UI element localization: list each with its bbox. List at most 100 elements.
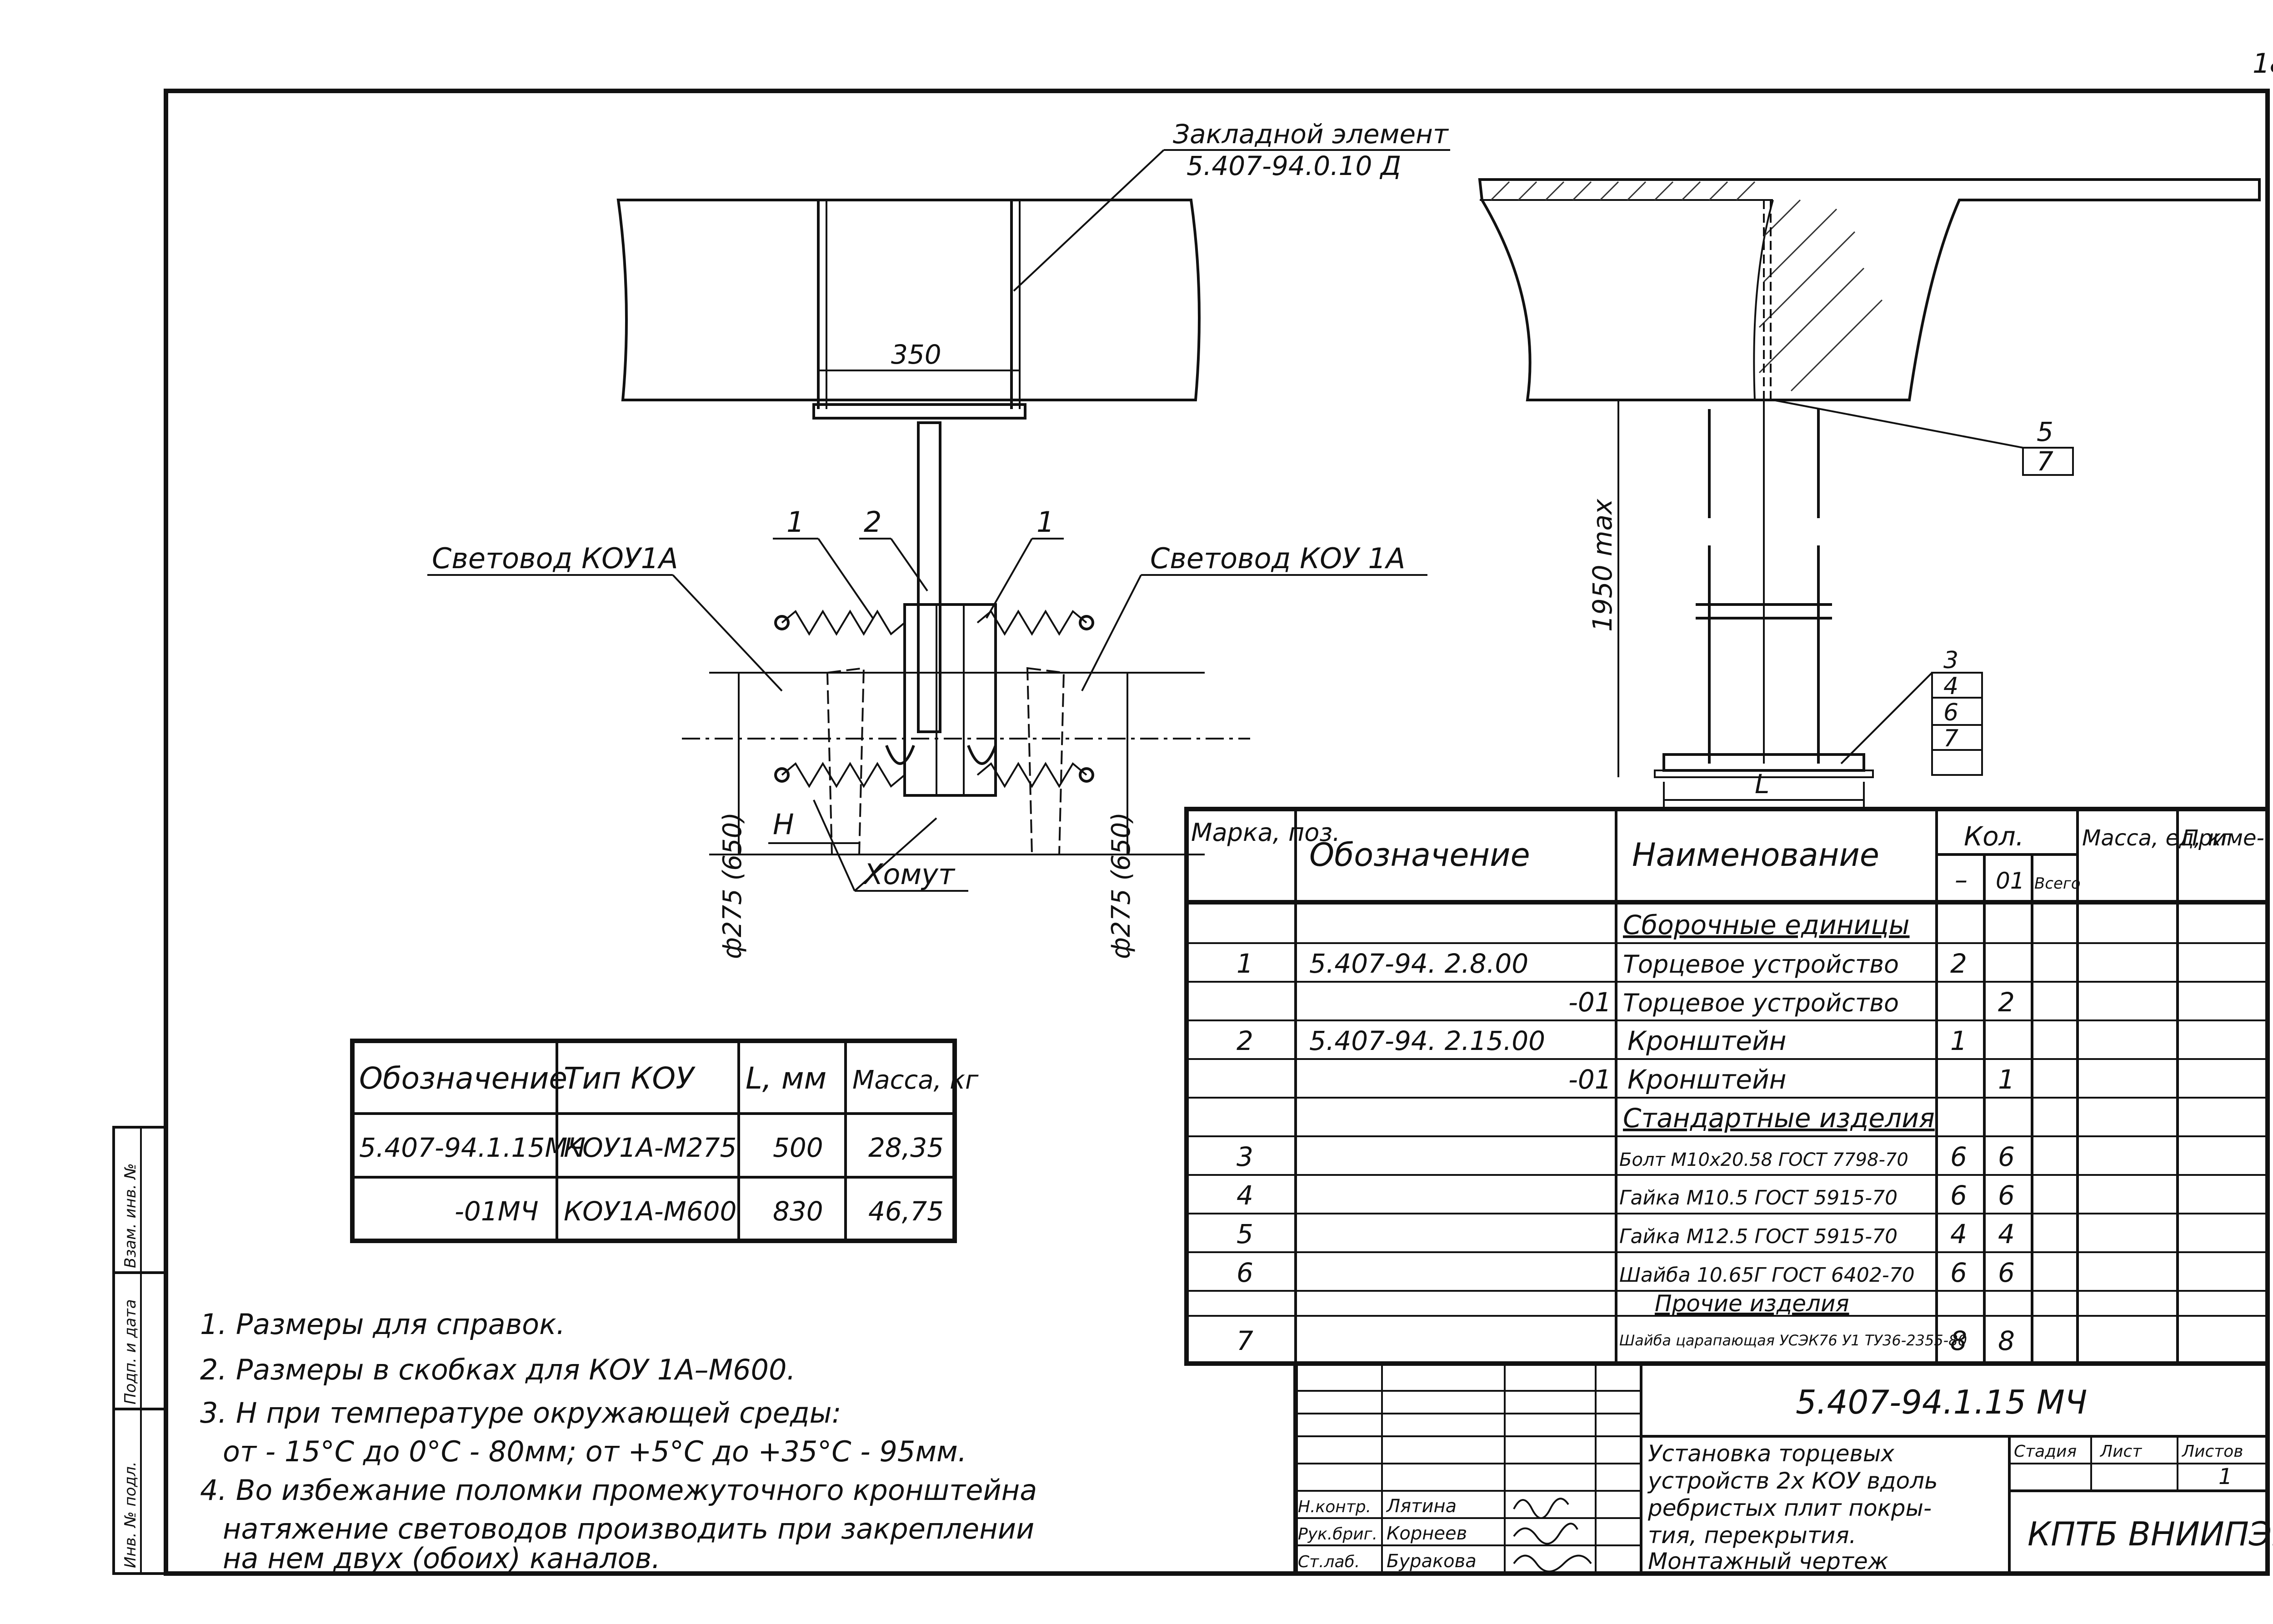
spec-qty-01: 8 (1998, 1325, 2015, 1356)
note-line: от - 15°С до 0°С - 80мм; от +5°С до +35°… (223, 1435, 967, 1468)
signature (1513, 1498, 1569, 1519)
stamp-podp-data: Подп. и дата (121, 1299, 140, 1404)
note-line: 1. Размеры для справок. (200, 1308, 565, 1341)
spec-section-assembly: Сборочные единицы (1623, 909, 1910, 940)
variants-cell: 500 (773, 1132, 823, 1163)
spec-header-designation: Обозначение (1309, 836, 1530, 874)
title-line: Установка торцевых (1648, 1440, 1894, 1467)
variants-header-mass: Масса, кг (852, 1065, 979, 1095)
signature (1513, 1554, 1592, 1573)
clamp-label: Хомут (862, 858, 956, 891)
spec-mark: 1 (1237, 948, 1253, 979)
variants-header-designation: Обозначение (359, 1061, 567, 1096)
callout-embedded: Закладной элемент (1173, 119, 1449, 150)
spec-name: Гайка М10.5 ГОСТ 5915-70 (1619, 1186, 1898, 1209)
spec-qty: 2 (1950, 948, 1967, 979)
stamp-vzam-inv: Взам. инв. № (121, 1163, 140, 1268)
spec-section-standard: Стандартные изделия (1623, 1103, 1935, 1134)
pos-3: 3 (1943, 647, 1958, 674)
spec-header-qty-dash: – (1955, 865, 1968, 895)
callout-leader (1013, 149, 1165, 292)
notes: 1. Размеры для справок. 2. Размеры в ско… (200, 1308, 1037, 1575)
variants-cell: 830 (773, 1196, 823, 1227)
org-name: КПТБ ВНИИПЭМ (2028, 1515, 2273, 1553)
sheets-label: Листов (2181, 1442, 2243, 1461)
role: Н.контр. (1298, 1498, 1371, 1516)
end-device-right (1026, 667, 1065, 855)
diam-right: ф275 (650) (1106, 812, 1136, 959)
variants-cell: 5.407-94.1.15МЧ (359, 1132, 586, 1163)
person-name: Буракова (1387, 1551, 1477, 1572)
pos-7-top: 7 (2037, 446, 2053, 477)
rib-slab-outline (1478, 178, 2261, 401)
title-code: 5.407-94.1.15 МЧ (1796, 1383, 2087, 1421)
person-name: Лятина (1386, 1496, 1457, 1517)
spec-name: Шайба царапающая УСЭК76 У1 ТУ36-2355-80 (1619, 1332, 1967, 1349)
variants-cell: 28,35 (868, 1132, 944, 1163)
spec-name: Гайка М12.5 ГОСТ 5915-70 (1619, 1225, 1898, 1248)
spec-header-mass: Масса, ед, кг (2082, 825, 2233, 851)
spec-name: Шайба 10.65Г ГОСТ 6402-70 (1619, 1264, 1915, 1287)
pos-7-bottom: 7 (1943, 725, 1958, 752)
spec-qty: 6 (1950, 1257, 1967, 1288)
spec-mark: 7 (1237, 1325, 1253, 1356)
note-line: на нем двух (обоих) каналов. (223, 1542, 661, 1575)
spec-qty-01: 6 (1998, 1257, 2015, 1288)
spec-header-mark: Марка, поз. (1191, 818, 1340, 847)
spec-mark: 4 (1237, 1180, 1253, 1211)
person-name: Корнеев (1387, 1523, 1467, 1544)
spring-upper-left (781, 610, 906, 636)
spec-header-qty-total: Всего (2034, 874, 2081, 893)
pos-2: 2 (864, 505, 881, 539)
spec-section-other: Прочие изделия (1655, 1290, 1849, 1317)
spec-header-name: Наименование (1632, 836, 1879, 874)
sheet-label: Лист (2099, 1442, 2142, 1461)
spec-mark: 5 (1237, 1219, 1253, 1249)
variants-table: Обозначение Тип КОУ L, мм Масса, кг 5.40… (350, 1039, 979, 1243)
spec-name: Кронштейн (1627, 1025, 1787, 1056)
pos-4: 4 (1943, 673, 1958, 700)
end-device-left (826, 667, 865, 855)
title-line: устройств 2х КОУ вдоль (1647, 1468, 1938, 1494)
label-light-guide-left: Световод КОУ1А (432, 542, 678, 575)
spec-name: Кронштейн (1627, 1064, 1787, 1095)
spec-qty: 1 (1950, 1025, 1967, 1056)
spec-qty: 6 (1950, 1180, 1967, 1211)
spec-qty: 4 (1950, 1219, 1967, 1249)
label-light-guide-right: Световод КОУ 1А (1150, 542, 1405, 575)
spec-qty-01: 2 (1998, 987, 2015, 1018)
spec-qty: 8 (1950, 1325, 1967, 1356)
spec-mark: 3 (1237, 1141, 1253, 1172)
pos-1-left: 1 (786, 505, 804, 539)
spec-designation: 5.407-94. 2.15.00 (1309, 1025, 1545, 1056)
spec-qty-01: 6 (1998, 1141, 2015, 1172)
spec-name: Торцевое устройство (1623, 989, 1899, 1017)
variants-header-type: Тип КОУ (564, 1061, 696, 1096)
spring-lower-right (976, 762, 1087, 788)
spec-name: Болт М10х20.58 ГОСТ 7798-70 (1619, 1149, 1908, 1170)
stage-label: Стадия (2014, 1442, 2077, 1461)
dim-L: L (1755, 769, 1769, 800)
bracket-body (903, 603, 997, 797)
page-number: 18 (2253, 48, 2273, 80)
spring-lower-left (781, 762, 906, 788)
note-line: 4. Во избежание поломки промежуточного к… (200, 1474, 1037, 1507)
spec-mark: 6 (1237, 1257, 1253, 1288)
side-view: 1950 max L 5 7 3 4 6 7 (1478, 178, 2261, 809)
spec-qty-01: 6 (1998, 1180, 2015, 1211)
role: Ст.лаб. (1298, 1553, 1360, 1571)
note-line: 3. Н при температуре окружающей среды: (200, 1396, 841, 1429)
spec-table: Марка, поз. Обозначение Наименование Кол… (1184, 807, 2273, 1366)
variants-cell: КОУ1А-М275 (564, 1132, 736, 1163)
callout-embedded-code: 5.407-94.0.10 Д (1187, 150, 1401, 181)
title-line: тия, перекрытия. (1648, 1522, 1856, 1549)
stamp-inv-podl: Инв. № подл. (121, 1461, 140, 1568)
clamps (885, 745, 997, 765)
diam-left: ф275 (650) (718, 812, 747, 959)
variants-cell: КОУ1А-М600 (564, 1196, 736, 1227)
spec-qty-01: 4 (1998, 1219, 2015, 1249)
spec-header-qty-01: 01 (1996, 868, 2025, 894)
note-line: 2. Размеры в скобках для КОУ 1А–М600. (200, 1353, 796, 1386)
note-line: натяжение световодов производить при зак… (223, 1512, 1034, 1545)
